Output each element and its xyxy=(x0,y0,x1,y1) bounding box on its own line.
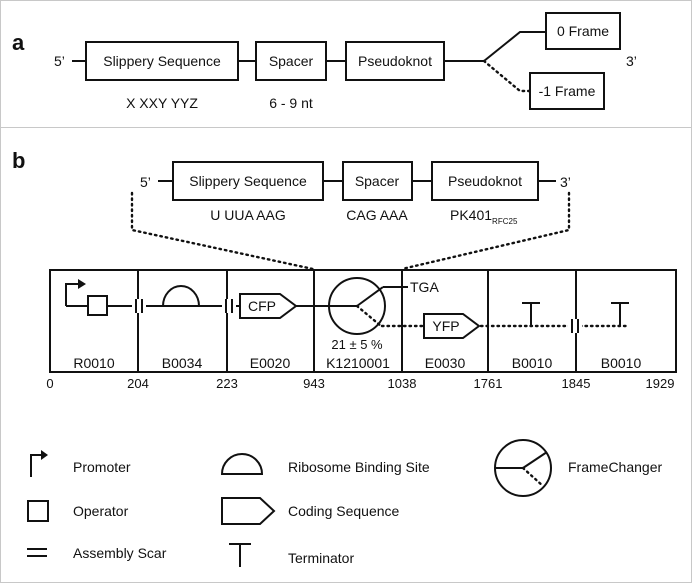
legend-rbs-label: Ribosome Binding Site xyxy=(288,459,430,475)
promoter-arrowhead xyxy=(78,279,86,289)
tga-label: TGA xyxy=(410,279,439,295)
panel-a-zero-frame-label: 0 Frame xyxy=(557,23,609,39)
part-name: R0010 xyxy=(73,355,114,371)
panel-b-spacer-box xyxy=(342,161,413,201)
panel-b-slippery-sequence: U UUA AAG xyxy=(210,207,285,223)
cfp-glyph xyxy=(239,293,298,319)
legend: Promoter Operator Assembly Scar Ribosome… xyxy=(27,439,662,567)
position-tick: 0 xyxy=(46,376,53,391)
legend-terminator-icon xyxy=(229,543,251,567)
assembly-scar-glyph xyxy=(132,299,146,313)
part-name: K1210001 xyxy=(326,355,390,371)
legend-operator-icon xyxy=(27,500,49,522)
part-name: B0010 xyxy=(601,355,642,371)
position-tick: 1929 xyxy=(646,376,675,391)
legend-cds-icon xyxy=(221,497,276,525)
panel-a-minus-one-path xyxy=(482,59,532,93)
panel-a-slippery-label: Slippery Sequence xyxy=(103,53,221,69)
legend-operator-label: Operator xyxy=(73,503,129,519)
legend-terminator-label: Terminator xyxy=(288,550,354,566)
position-tick: 1038 xyxy=(388,376,417,391)
legend-framechanger-minus-one xyxy=(521,466,545,488)
legend-scar-label: Assembly Scar xyxy=(73,545,167,561)
operator-glyph xyxy=(87,295,108,316)
position-tick: 223 xyxy=(216,376,238,391)
panel-b-pk-name: PK401RFC25 xyxy=(450,207,518,226)
panel-a-pseudoknot-box xyxy=(345,41,445,81)
zoom-line-right xyxy=(400,191,571,271)
yfp-glyph xyxy=(423,313,481,339)
part-name: E0020 xyxy=(250,355,291,371)
yfp-label: YFP xyxy=(432,318,459,334)
panel-b-three-prime: 3’ xyxy=(560,174,571,190)
part-name: E0030 xyxy=(425,355,466,371)
promoter-glyph xyxy=(65,283,82,306)
position-tick: 943 xyxy=(303,376,325,391)
panel-a-spacer-label: Spacer xyxy=(269,53,314,69)
framechanger-minus-one xyxy=(355,304,383,328)
panel-a-five-prime: 5’ xyxy=(54,53,65,69)
position-tick: 1845 xyxy=(562,376,591,391)
legend-framechanger-label: FrameChanger xyxy=(568,459,662,475)
legend-promoter-arrowhead xyxy=(41,450,48,460)
legend-scar-icon xyxy=(27,548,47,557)
rbs-glyph xyxy=(161,285,201,307)
panel-b-slippery-box xyxy=(172,161,324,201)
panel-b-spacer-sequence: CAG AAA xyxy=(346,207,408,223)
panel-a-minus-one-box xyxy=(529,72,605,110)
panel-a-pseudoknot-label: Pseudoknot xyxy=(358,53,432,69)
panel-b-pk-main: PK401 xyxy=(450,207,492,223)
part-name: B0034 xyxy=(162,355,203,371)
frameshift-efficiency: 21 ± 5 % xyxy=(331,337,383,352)
legend-promoter-label: Promoter xyxy=(73,459,131,475)
panel-a-zero-frame-box xyxy=(545,12,621,50)
assembly-scar-glyph xyxy=(568,319,582,333)
panel-b-label: b xyxy=(12,148,25,173)
assembly-scar-glyph xyxy=(222,299,236,313)
legend-framechanger-zero xyxy=(522,451,548,469)
zoom-line-left xyxy=(130,191,315,271)
framechanger-zero-frame xyxy=(356,286,384,307)
cfp-label: CFP xyxy=(248,298,276,314)
part-name: B0010 xyxy=(512,355,553,371)
panel-b-five-prime: 5’ xyxy=(140,174,151,190)
panel-a-three-prime: 3’ xyxy=(626,53,637,69)
panel-b-pk-subscript: RFC25 xyxy=(492,217,518,226)
panel-b-spacer-label: Spacer xyxy=(355,173,400,189)
legend-cds-label: Coding Sequence xyxy=(288,503,400,519)
terminator-glyph xyxy=(611,302,629,326)
panel-a-zero-frame-path xyxy=(483,31,546,62)
panel-a-slippery-sequence: X XXY YYZ xyxy=(126,95,198,111)
legend-rbs-icon xyxy=(220,453,264,475)
panel-a-spacer-length: 6 - 9 nt xyxy=(269,95,313,111)
panel-a-slippery-box xyxy=(85,41,239,81)
position-tick: 204 xyxy=(127,376,149,391)
panel-b-pseudoknot-box xyxy=(431,161,539,201)
terminator-glyph xyxy=(522,302,540,326)
position-tick: 1761 xyxy=(474,376,503,391)
panel-a-label: a xyxy=(12,30,25,55)
panel-a-minus-one-label: -1 Frame xyxy=(539,83,596,99)
panel-b-pseudoknot-label: Pseudoknot xyxy=(448,173,522,189)
legend-promoter-icon xyxy=(30,454,44,477)
panel-b-slippery-label: Slippery Sequence xyxy=(189,173,307,189)
